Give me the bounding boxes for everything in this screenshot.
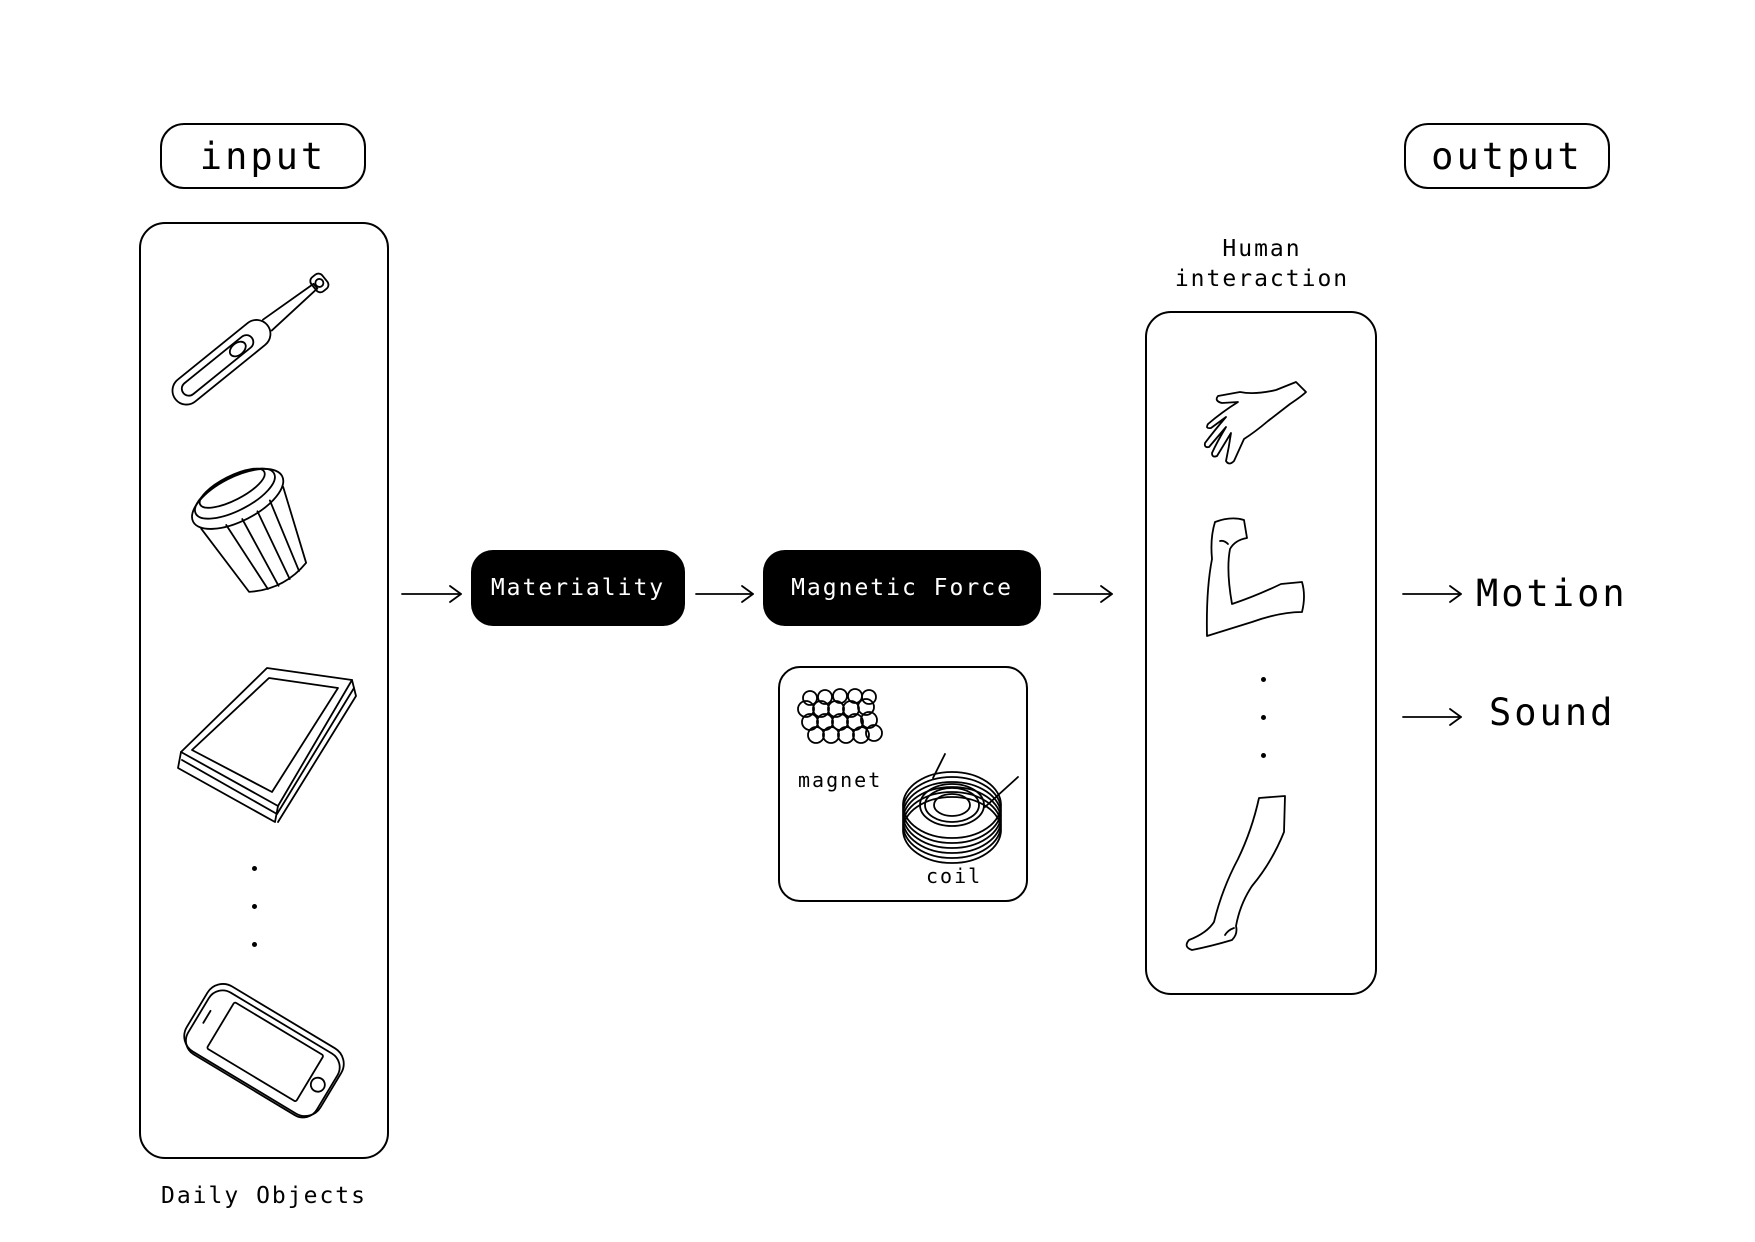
coil-icon [902, 753, 1019, 864]
materiality-block: Materiality [471, 550, 685, 626]
daily-objects-caption: Daily Objects [160, 1183, 367, 1209]
human-caption-line2: interaction [1174, 266, 1350, 292]
arrow-to-sound [1402, 708, 1462, 726]
output-sound-label: Sound [1489, 691, 1616, 734]
output-motion-label: Motion [1476, 572, 1628, 615]
magnet-coil-panel [778, 666, 1028, 902]
arrow-to-motion [1402, 585, 1462, 603]
leg-icon [1185, 795, 1286, 951]
smartphone-icon [183, 983, 345, 1119]
continuation-dot [252, 942, 257, 947]
magnet-icon [797, 688, 883, 744]
magnetic-force-block: Magnetic Force [763, 550, 1041, 626]
hand-icon [1203, 381, 1307, 465]
continuation-dot [1261, 715, 1266, 720]
toothbrush-icon [171, 272, 330, 406]
human-caption-line1: Human [1222, 236, 1302, 262]
continuation-dot [1261, 753, 1266, 758]
human-interaction-panel [1145, 311, 1377, 995]
arrow-input-to-materiality [401, 585, 462, 603]
arrow-materiality-to-force [695, 585, 754, 603]
output-tag: output [1404, 123, 1610, 189]
continuation-dot [252, 904, 257, 909]
continuation-dot [1261, 677, 1266, 682]
input-tag: input [160, 123, 366, 189]
continuation-dot [252, 866, 257, 871]
cup-icon [191, 467, 308, 593]
coil-label: coil [926, 864, 983, 888]
book-icon [177, 667, 357, 823]
magnet-label: magnet [798, 768, 883, 792]
arrow-force-to-human [1053, 585, 1113, 603]
arm-icon [1205, 517, 1305, 637]
